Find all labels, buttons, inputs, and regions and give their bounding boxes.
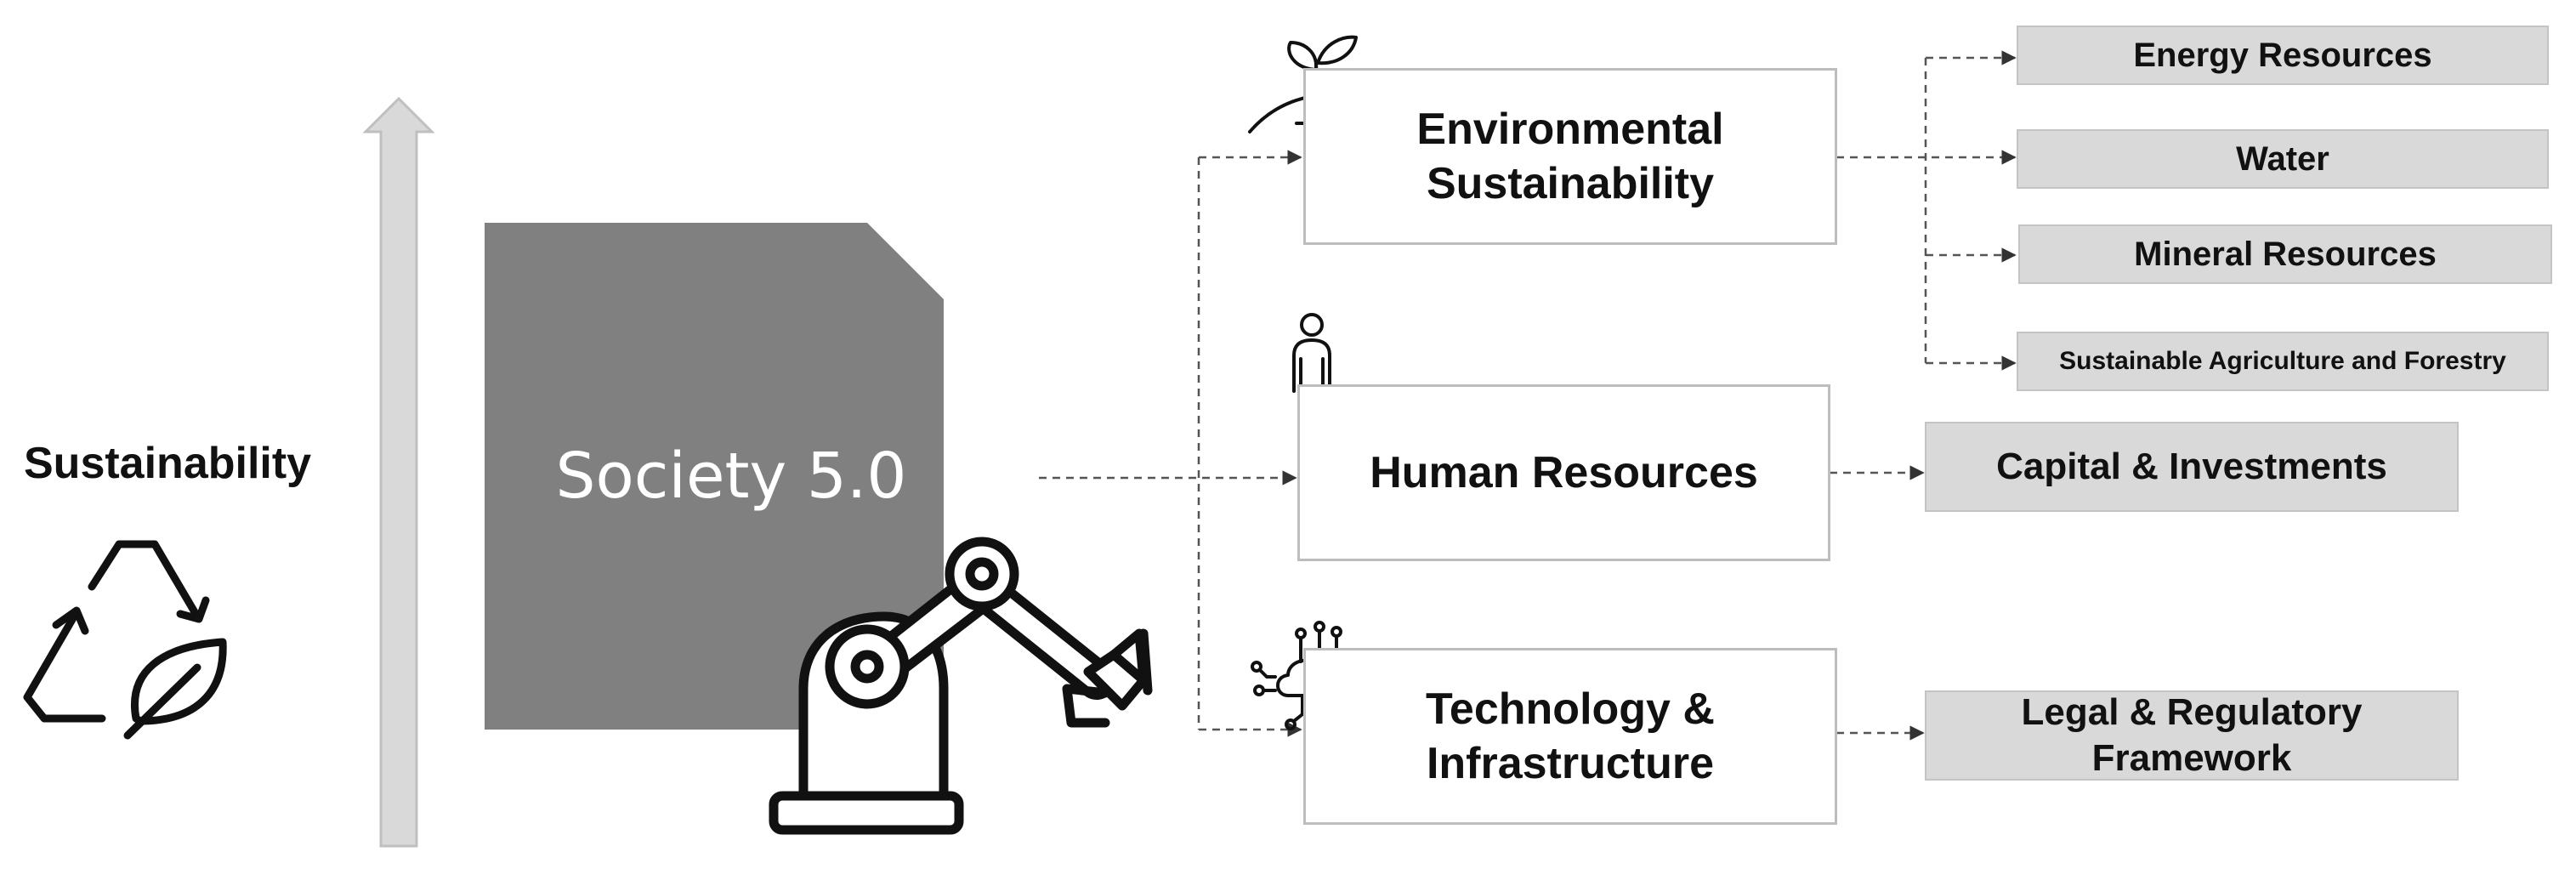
sustainable-agriculture-forestry-box: Sustainable Agriculture and Forestry: [2017, 332, 2549, 391]
technology-infrastructure-box: Technology & Infrastructure: [1303, 648, 1837, 825]
recycle-leaf-icon: [23, 540, 227, 740]
capital-investments-box: Capital & Investments: [1925, 422, 2459, 512]
robotic-arm-icon: [769, 537, 1153, 835]
connectors: [1039, 50, 2017, 741]
mineral-resources-box: Mineral Resources: [2018, 224, 2552, 284]
sustainability-title: Sustainability: [24, 439, 312, 488]
society-shape: [485, 223, 944, 730]
water-box: Water: [2017, 129, 2549, 189]
legal-regulatory-framework-box: Legal & Regulatory Framework: [1925, 690, 2459, 781]
human-resources-box: Human Resources: [1297, 384, 1830, 561]
society-label: Society 5.0: [555, 440, 907, 513]
environmental-sustainability-box: Environmental Sustainability: [1303, 68, 1837, 245]
vertical-arrow: [362, 96, 435, 848]
energy-resources-box: Energy Resources: [2017, 26, 2549, 85]
